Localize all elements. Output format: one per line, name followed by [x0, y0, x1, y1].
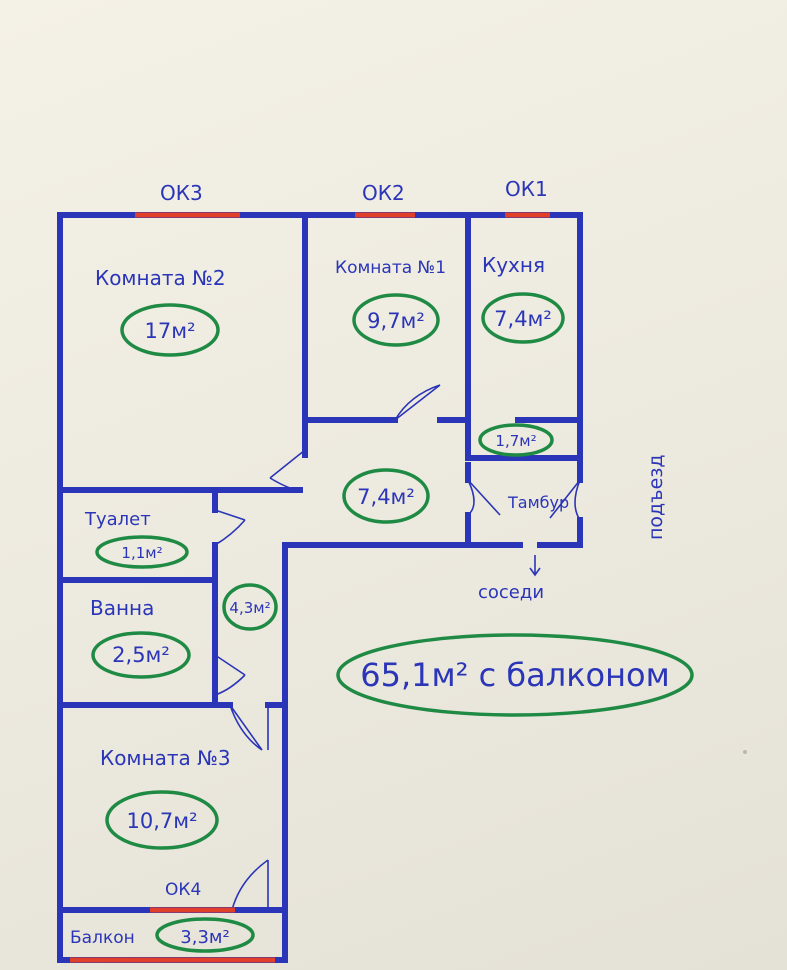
room-name-toilet: Туалет	[84, 509, 151, 530]
windows	[70, 212, 550, 963]
window-label-ok2: ОК2	[362, 181, 405, 205]
room-name-room3: Комната №3	[100, 746, 231, 770]
area-oval-hall	[342, 468, 430, 524]
room-area-closet: 1,7м²	[495, 432, 536, 450]
room-area-corridor: 4,3м²	[229, 599, 270, 617]
room-name-balcony: Балкон	[70, 928, 135, 948]
room-name-room2: Комната №2	[95, 266, 226, 290]
area-oval-toilet	[95, 535, 189, 569]
area-oval-corridor	[222, 583, 278, 631]
window-label-ok3: ОК3	[160, 181, 203, 205]
area-oval-balcony	[155, 917, 255, 953]
total-area-label: 65,1м² с балконом	[360, 656, 670, 694]
walls	[57, 212, 583, 963]
area-oval-room2	[120, 303, 220, 357]
window-label-ok4: ОК4	[165, 880, 201, 900]
total-area-oval	[336, 633, 694, 717]
room-name-kitchen: Кухня	[482, 253, 545, 277]
area-oval-room1	[352, 293, 440, 347]
room-area-room2: 17м²	[145, 319, 196, 343]
room-area-hall: 7,4м²	[357, 485, 415, 509]
entrance-label: подъезд	[645, 454, 667, 540]
room-area-balcony: 3,3м²	[180, 927, 229, 948]
area-oval-bath	[91, 631, 191, 679]
room-area-bath: 2,5м²	[112, 643, 170, 667]
area-oval-closet	[478, 423, 554, 457]
area-oval-room3	[105, 790, 219, 850]
area-oval-kitchen	[481, 292, 565, 344]
room-area-room3: 10,7м²	[126, 809, 197, 833]
room-area-toilet: 1,1м²	[121, 544, 162, 562]
room-name-room1: Комната №1	[335, 258, 446, 278]
doors	[214, 384, 581, 911]
room-name-vestibule: Тамбур	[507, 493, 569, 512]
pen-dot	[743, 750, 747, 754]
window-label-ok1: ОК1	[505, 177, 548, 201]
neighbors-label: соседи	[478, 582, 544, 603]
room-name-bath: Ванна	[90, 596, 154, 620]
room-area-room1: 9,7м²	[367, 309, 425, 333]
room-area-kitchen: 7,4м²	[494, 307, 552, 331]
